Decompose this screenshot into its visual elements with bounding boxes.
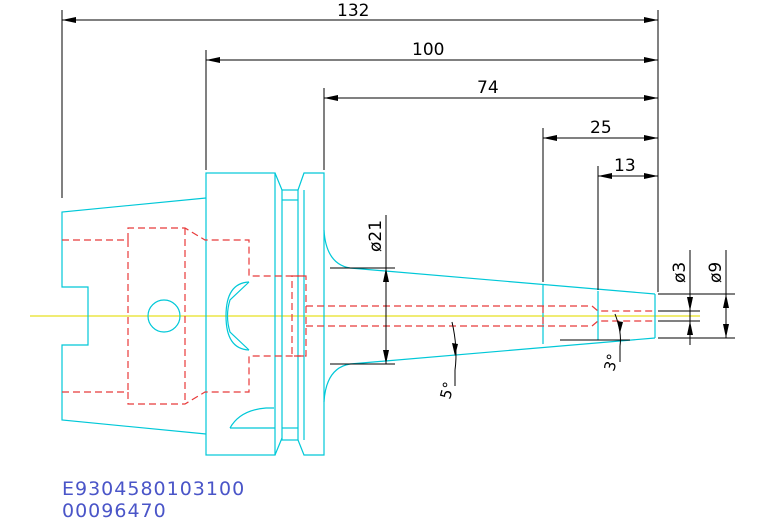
holder-outline (61, 172, 656, 456)
center-hole (147, 299, 181, 333)
dim-dia-3: ø3 (670, 262, 690, 283)
serial-label: 00096470 (62, 500, 167, 522)
dim-13: 13 (614, 156, 636, 176)
dim-dia-21: ø21 (366, 220, 386, 252)
hidden-lines (62, 227, 655, 405)
dimension-lines (61, 10, 735, 386)
part-code-label: E9304580103100 (62, 478, 246, 500)
dim-angle-5: 5° (436, 380, 458, 401)
dim-angle-3: 3° (600, 352, 622, 373)
dim-132: 132 (337, 1, 369, 21)
dim-74: 74 (477, 78, 499, 98)
dim-100: 100 (412, 40, 444, 60)
dim-25: 25 (590, 118, 612, 138)
dim-dia-9: ø9 (706, 262, 726, 283)
